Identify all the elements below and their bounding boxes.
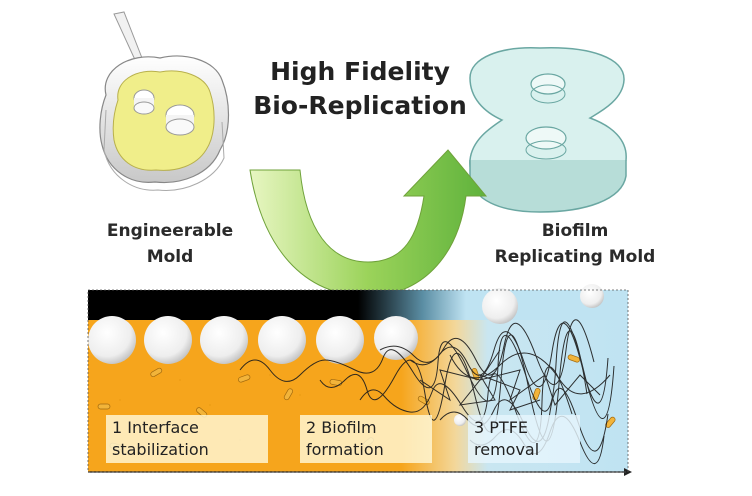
step-3-line-1: 3 PTFE: [474, 418, 528, 437]
process-arrow: [249, 149, 488, 297]
title-line-2: Bio-Replication: [253, 91, 467, 120]
engineerable-mold-illustration: [99, 11, 230, 191]
step-1-line-1: 1 Interface: [112, 418, 199, 437]
step-2-line-1: 2 Biofilm: [306, 418, 377, 437]
engineerable-mold-label-line-2: Mold: [146, 247, 194, 267]
engineerable-mold-label-line-1: Engineerable: [106, 221, 234, 241]
step-2-line-2: formation: [306, 440, 384, 459]
diagram-title: High Fidelity Bio-Replication: [210, 55, 510, 123]
biofilm-replica-illustration: [469, 47, 627, 213]
step-3-line-2: removal: [474, 440, 540, 459]
engineerable-mold-label: Engineerable Mold: [90, 218, 250, 270]
step-2-label: 2 Biofilm formation: [300, 415, 432, 463]
title-line-1: High Fidelity: [270, 57, 450, 86]
ptfe-particles: [88, 284, 604, 426]
replicating-mold-label-line-1: Biofilm: [541, 221, 609, 241]
step-1-label: 1 Interface stabilization: [106, 415, 268, 463]
replicating-mold-label-line-2: Replicating Mold: [494, 247, 656, 267]
replicating-mold-label: Biofilm Replicating Mold: [470, 218, 680, 270]
step-3-label: 3 PTFE removal: [468, 415, 580, 463]
step-1-line-2: stabilization: [112, 440, 209, 459]
